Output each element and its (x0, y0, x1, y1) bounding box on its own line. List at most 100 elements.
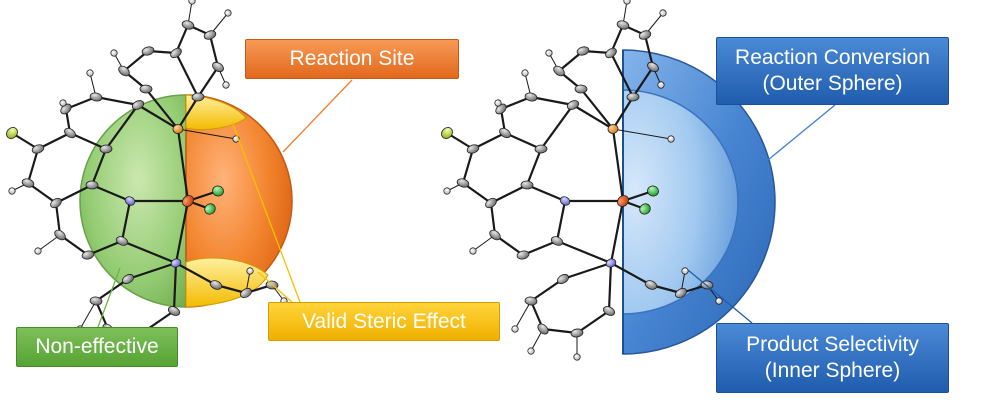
bond (177, 128, 237, 140)
carbon-atom (212, 61, 224, 73)
carbon-atom (626, 92, 640, 102)
bond (472, 234, 496, 252)
bond (208, 34, 220, 68)
bond (461, 148, 475, 184)
bond (612, 96, 634, 130)
bond (610, 262, 652, 286)
carbon-atom (118, 65, 130, 77)
carbon-atom (64, 127, 76, 139)
reaction-conversion-line2: (Outer Sphere) (762, 72, 903, 95)
carbon-atom (54, 229, 66, 241)
carbon-atom (139, 84, 153, 94)
carbon-atom (644, 280, 658, 290)
carbon-atom (524, 92, 538, 102)
bond (79, 300, 97, 330)
bond (174, 200, 190, 264)
bond (90, 148, 108, 186)
hydrogen-atom (59, 99, 67, 107)
reaction-site-label: Reaction Site (245, 39, 459, 79)
bond (490, 184, 528, 204)
hydrogen-atom (715, 297, 723, 305)
hydrogen-atom (681, 267, 689, 275)
hydrogen-atom (511, 325, 519, 333)
fluorine-atom (441, 127, 453, 139)
nitrogen-atom (559, 196, 571, 206)
carbon-atom (170, 47, 182, 59)
bond (127, 261, 177, 281)
reaction-conversion-label: Reaction Conversion (Outer Sphere) (716, 37, 949, 105)
bond (526, 183, 566, 203)
bond (105, 104, 139, 150)
carbon-atom (167, 306, 181, 316)
carbon-atom (191, 92, 205, 102)
carbon-atom (537, 323, 549, 335)
bond (632, 66, 654, 98)
bond (572, 104, 614, 130)
bond (607, 262, 613, 312)
reaction-site-text: Reaction Site (289, 47, 415, 70)
carbon-atom (85, 180, 99, 190)
hydrogen-atom (469, 247, 477, 255)
bond (530, 95, 574, 107)
carbon-atom (489, 229, 501, 241)
carbon-atom (209, 280, 223, 290)
bond (530, 278, 564, 302)
metal-atom (182, 195, 194, 207)
bond (37, 234, 61, 252)
bond (172, 262, 178, 312)
chlorine-atom (647, 185, 659, 197)
bond (91, 183, 131, 203)
hydrogen-atom (521, 69, 529, 77)
bond (95, 95, 139, 107)
carbon-atom (50, 197, 62, 209)
product-selectivity-line1: Product Selectivity (746, 333, 919, 356)
bond (175, 52, 199, 98)
hydrogen-atom (8, 187, 16, 195)
non-effective-text: Non-effective (35, 335, 159, 358)
non-effective-label: Non-effective (16, 327, 178, 367)
carbon-atom (131, 100, 145, 110)
carbon-atom (534, 144, 548, 154)
bond (197, 66, 219, 98)
carbon-atom (647, 61, 659, 73)
valid-steric-cap-top (185, 94, 247, 131)
hydrogen-atom (246, 267, 254, 275)
carbon-atom (675, 287, 687, 299)
hydrogen-atom (494, 99, 502, 107)
hydrogen-atom (86, 69, 94, 77)
carbon-atom (115, 236, 129, 246)
bond (120, 200, 132, 242)
chlorine-atom (639, 203, 651, 215)
bond (611, 128, 625, 202)
carbon-atom (524, 296, 538, 306)
bond (580, 88, 614, 130)
carbon-atom (616, 20, 630, 30)
conversion-callout-line (767, 104, 836, 161)
carbon-atom (99, 144, 113, 154)
bond (54, 202, 62, 236)
right-molecule-structure (441, 0, 723, 361)
hydrogen-atom (34, 247, 42, 255)
bond (540, 104, 574, 150)
hydrogen-atom (657, 81, 665, 89)
bond (562, 261, 612, 281)
bond (555, 200, 567, 242)
steric-callout-line-bottom (257, 271, 293, 303)
bond (489, 202, 497, 236)
carbon-atom (181, 20, 195, 30)
bond (612, 128, 672, 140)
reaction-site-callout-line (282, 79, 353, 153)
product-selectivity-label: Product Selectivity (Inner Sphere) (716, 323, 949, 393)
carbon-atom (466, 144, 480, 154)
carbon-atom (602, 306, 616, 316)
steric-callout-line-top (231, 121, 301, 303)
hydrogen-atom (623, 0, 631, 5)
carbon-atom (516, 250, 530, 260)
inner-sphere (622, 89, 739, 315)
bond (175, 262, 217, 286)
chlorine-atom (204, 203, 216, 215)
carbon-atom (485, 197, 497, 209)
selectivity-callout-line (687, 269, 753, 324)
hydrogen-atom (527, 347, 535, 355)
left-molecule-structure (6, 0, 288, 361)
